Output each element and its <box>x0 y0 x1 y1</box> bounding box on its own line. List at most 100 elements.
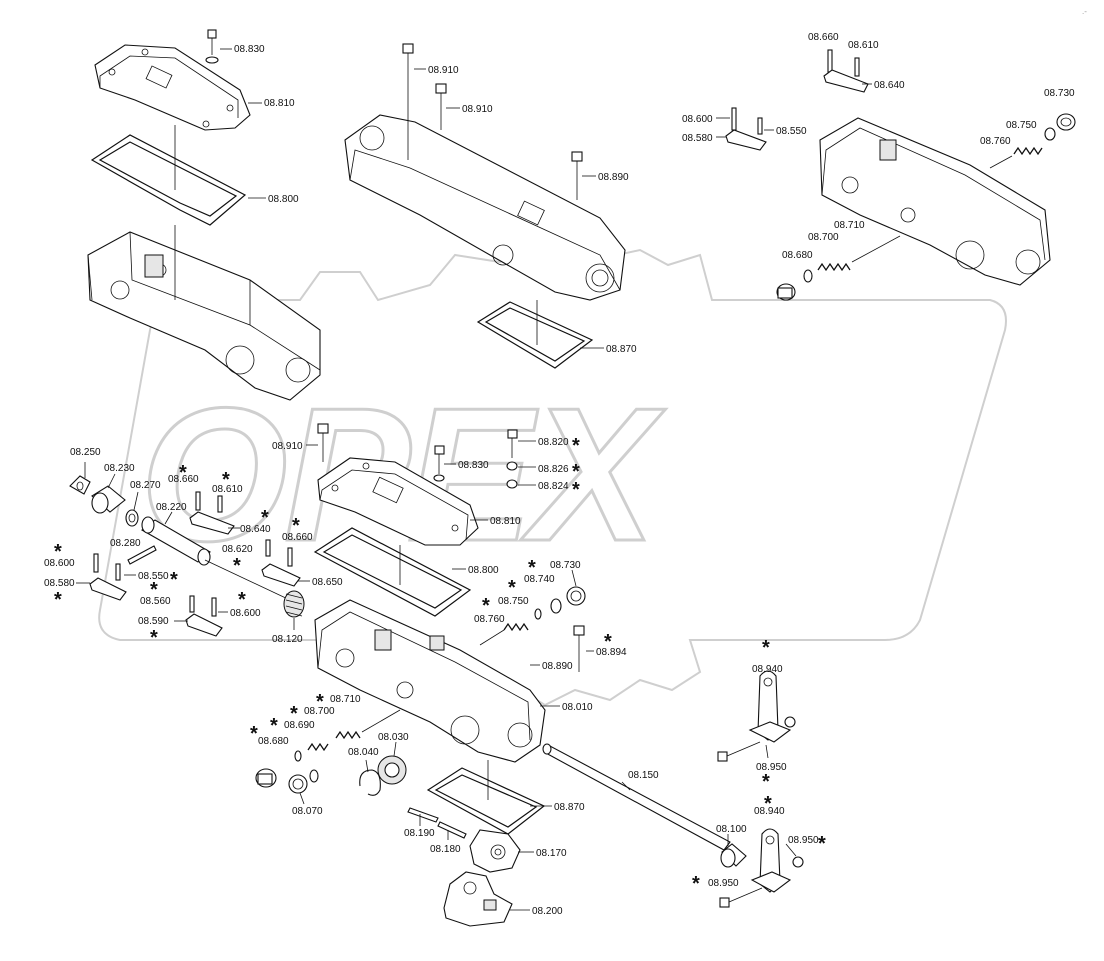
label-08-760-tr: 08.760 <box>980 136 1011 147</box>
top-left-assembly: 08.830 08.810 08.800 <box>87 29 321 401</box>
asterisk-08-660: * <box>179 462 187 484</box>
pin-660-tr <box>827 49 833 73</box>
corner-mark: .- <box>1082 7 1087 16</box>
asterisk-08-750: * <box>508 577 516 599</box>
ring-250-main <box>69 475 91 495</box>
pin-600b-main <box>211 597 217 617</box>
plug-730-main <box>566 586 586 606</box>
pin-550-main <box>115 563 121 581</box>
label-08-800-top: 08.800 <box>268 194 299 205</box>
bushing-100-main <box>720 843 747 868</box>
watermark-gear-outline <box>98 238 1007 707</box>
plate-590-main <box>185 613 223 637</box>
label-08-680-main: 08.680 <box>258 736 289 747</box>
label-08-950b-main: 08.950 <box>788 835 819 846</box>
asterisk-08-700: * <box>290 703 298 725</box>
gasket-870-top-part <box>476 301 594 369</box>
label-08-660b-main: 08.660 <box>282 532 313 543</box>
label-08-620-main: 08.620 <box>222 544 253 555</box>
spring-760-main <box>503 622 529 632</box>
label-08-190-main: 08.190 <box>404 828 435 839</box>
label-08-680-tr: 08.680 <box>782 250 813 261</box>
label-08-640-main: 08.640 <box>240 524 271 535</box>
asterisk-08-760: * <box>482 595 490 617</box>
asterisk-08-590: * <box>150 627 158 649</box>
top-center-assembly: 08.910 08.910 08.890 08.870 <box>344 43 637 369</box>
label-08-820-main: 08.820 <box>538 437 569 448</box>
asterisk-08-620: * <box>233 555 241 577</box>
label-08-800-main: 08.800 <box>468 565 499 576</box>
asterisk-08-740: * <box>528 557 536 579</box>
label-08-940a-main: 08.940 <box>752 664 783 675</box>
label-08-830-main: 08.830 <box>458 460 489 471</box>
bolt-910-a-part <box>402 43 414 160</box>
label-08-150-main: 08.150 <box>628 770 659 781</box>
pin-610-main <box>217 495 223 513</box>
asterisk-08-894: * <box>604 631 612 653</box>
label-08-270-main: 08.270 <box>130 480 161 491</box>
asterisk-08-826: * <box>572 461 580 483</box>
ring-824-main <box>506 479 518 489</box>
label-08-580-tr: 08.580 <box>682 133 713 144</box>
ring-270-main <box>125 509 139 527</box>
housing-part <box>87 225 321 401</box>
label-08-824-main: 08.824 <box>538 481 569 492</box>
plate-640-tr <box>823 69 869 93</box>
pin-610-tr <box>854 57 860 77</box>
label-08-610-main: 08.610 <box>212 484 243 495</box>
plate-650-main <box>261 563 301 587</box>
label-08-710-main: 08.710 <box>330 694 361 705</box>
ring-750-main <box>534 608 542 620</box>
bolt-890-main <box>573 625 585 672</box>
label-08-100-main: 08.100 <box>716 824 747 835</box>
label-08-550-tr: 08.550 <box>776 126 807 137</box>
plug-680-tr <box>776 283 796 301</box>
asterisk-08-680: * <box>250 723 258 745</box>
spring-700-main <box>307 742 329 752</box>
label-08-590-main: 08.590 <box>138 616 169 627</box>
label-08-890-top: 08.890 <box>598 172 629 183</box>
label-08-600b-main: 08.600 <box>230 608 261 619</box>
label-08-010-main: 08.010 <box>562 702 593 713</box>
bolt-820-main <box>507 429 518 458</box>
plug-730-tr <box>1056 113 1076 131</box>
ring-690-main <box>294 750 302 762</box>
label-08-760-main: 08.760 <box>474 614 505 625</box>
nut-950b-main <box>792 856 804 868</box>
label-08-040-main: 08.040 <box>348 747 379 758</box>
spring-760-tr <box>1013 146 1043 156</box>
ring-040-main <box>359 769 381 796</box>
asterisk-08-610: * <box>222 469 230 491</box>
asterisk-08-640: * <box>261 507 269 529</box>
bolt-890-part <box>571 151 583 200</box>
pin-660-main <box>195 491 201 511</box>
plate-580-main <box>89 577 127 601</box>
bolt-950c-main <box>719 887 763 908</box>
gear-120-main <box>283 590 305 618</box>
asterisk-08-550: * <box>170 569 178 591</box>
asterisk-08-710: * <box>316 691 324 713</box>
top-right-assembly: 08.660 08.610 08.640 08.600 08.580 08.55… <box>682 32 1076 301</box>
asterisk-08-560: * <box>150 579 158 601</box>
label-08-894-main: 08.894 <box>596 647 627 658</box>
label-08-810-main: 08.810 <box>490 516 521 527</box>
plug-680-main <box>255 768 277 788</box>
label-08-180-main: 08.180 <box>430 844 461 855</box>
pin-550-tr <box>757 117 763 135</box>
bolt-910-b-part <box>435 83 447 130</box>
ring-740-main <box>550 598 562 614</box>
label-08-730-main: 08.730 <box>550 560 581 571</box>
pin-190-main <box>407 807 439 823</box>
label-08-750-main: 08.750 <box>498 596 529 607</box>
label-08-910-top-a: 08.910 <box>428 65 459 76</box>
bolt-910-main <box>317 423 329 462</box>
asterisk-08-600a: * <box>54 541 62 563</box>
label-08-560-main: 08.560 <box>140 596 171 607</box>
label-08-890-main: 08.890 <box>542 661 573 672</box>
label-08-950c-main: 08.950 <box>708 878 739 889</box>
asterisk-08-824: * <box>572 479 580 501</box>
label-08-700-tr: 08.700 <box>808 232 839 243</box>
plug-070-main <box>288 769 319 794</box>
